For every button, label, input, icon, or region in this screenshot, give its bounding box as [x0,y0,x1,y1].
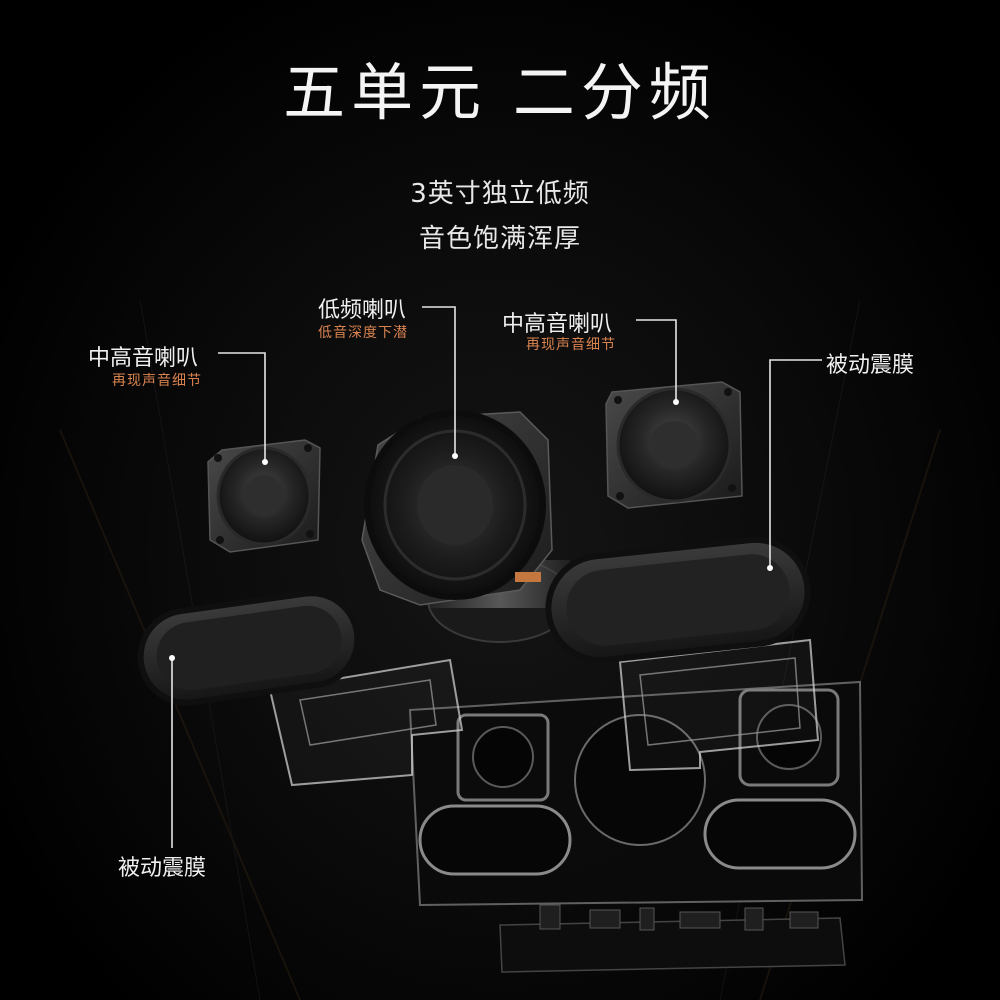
callout-tweeter-right-note: 再现声音细节 [526,337,616,353]
woofer [361,410,573,643]
circuit-board [499,904,846,973]
callout-woofer-label: 低频喇叭 [318,298,407,323]
enclosure-frame [408,680,864,907]
passive-radiator-right [545,536,811,664]
callout-passive-right-label: 被动震膜 [826,353,915,378]
callout-woofer-note: 低音深度下潜 [318,325,408,341]
callout-tweeter-left-label: 中高音喇叭 [88,346,199,371]
transparent-brackets [268,638,820,787]
leader-lines [169,306,822,848]
subtitle-line-1: 3英寸独立低频 [410,179,590,209]
passive-radiator-left [137,590,361,706]
callout-tweeter-left-note: 再现声音细节 [112,373,202,389]
callout-passive-left-label: 被动震膜 [118,856,207,881]
subtitle-line-2: 音色饱满浑厚 [418,224,581,254]
tweeter-right [605,381,743,509]
tweeter-left [207,439,321,553]
callout-tweeter-right-label: 中高音喇叭 [502,312,613,337]
page-title: 五单元 二分频 [283,56,717,129]
